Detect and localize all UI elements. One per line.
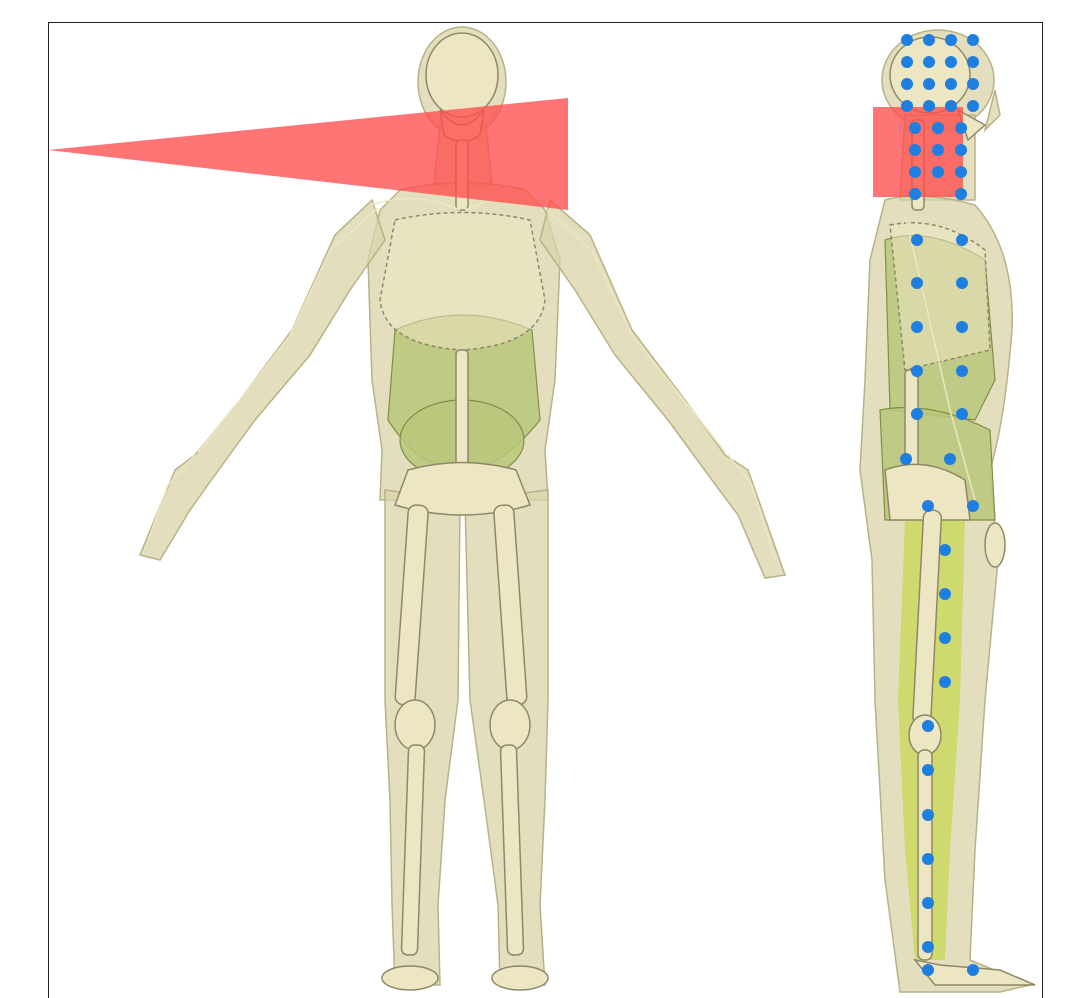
sample-point [922,853,934,865]
sample-point [900,453,912,465]
sample-point [901,34,913,46]
sample-point [945,100,957,112]
sample-point [901,100,913,112]
sample-point [945,56,957,68]
sample-point [945,34,957,46]
sample-point [967,78,979,90]
sample-point [922,720,934,732]
sample-point [932,122,944,134]
sample-point [922,897,934,909]
sample-point [901,56,913,68]
sample-point [955,122,967,134]
sample-point [901,78,913,90]
sample-point [922,809,934,821]
sample-point [956,408,968,420]
sample-point [967,964,979,976]
sample-point [909,144,921,156]
sample-point [923,34,935,46]
sample-point [911,234,923,246]
sample-point [944,453,956,465]
sample-point [932,144,944,156]
sample-point [967,34,979,46]
sample-point [955,144,967,156]
sample-point [923,100,935,112]
sample-point [922,941,934,953]
sample-point [911,408,923,420]
view-cone [48,98,568,210]
sample-point [911,321,923,333]
sample-point [955,166,967,178]
sample-point [939,632,951,644]
sample-point [956,234,968,246]
sample-point [939,588,951,600]
sample-point [911,277,923,289]
sample-point [956,321,968,333]
sample-point [967,500,979,512]
sample-point [967,56,979,68]
sample-point [939,676,951,688]
sample-point [922,500,934,512]
sample-point [909,166,921,178]
sample-point [939,544,951,556]
sample-point [932,166,944,178]
sample-point [956,365,968,377]
sample-point [956,277,968,289]
sample-point [909,188,921,200]
sample-point [955,188,967,200]
sample-point [909,122,921,134]
sample-point [923,56,935,68]
sample-point [922,764,934,776]
sample-point [922,964,934,976]
sample-point [923,78,935,90]
sample-point [945,78,957,90]
sample-point [911,365,923,377]
sample-point [967,100,979,112]
